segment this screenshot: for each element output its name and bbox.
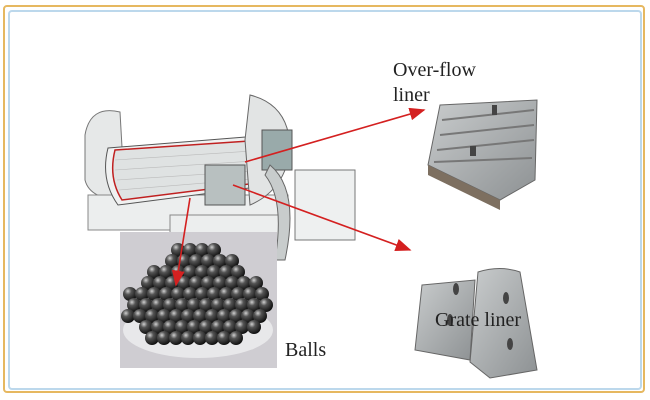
steel-ball [145,331,159,345]
steel-ball [259,298,273,312]
steel-ball [231,265,245,279]
steel-ball [241,309,255,323]
steel-ball [139,298,153,312]
steel-ball [141,276,155,290]
steel-ball [135,287,149,301]
steel-ball [165,254,179,268]
steel-ball [147,287,161,301]
steel-ball [175,298,189,312]
steel-ball [217,309,231,323]
inner-frame [8,10,642,390]
steel-ball [127,298,141,312]
steel-ball [249,276,263,290]
grate-liner-photo [414,268,538,379]
steel-ball [147,265,161,279]
arrow-to-balls [171,197,191,287]
steel-ball [187,320,201,334]
arrow-to-overflow-liner [244,107,426,163]
steel-ball [195,265,209,279]
steel-ball [157,331,171,345]
steel-ball [199,320,213,334]
outer-frame [3,5,645,393]
steel-ball [205,309,219,323]
steel-ball [213,254,227,268]
steel-ball [207,243,221,257]
arrow-to-grate-liner [232,184,412,252]
steel-ball [201,254,215,268]
steel-ball [211,298,225,312]
balls-photo [120,232,277,368]
steel-ball [235,298,249,312]
steel-ball [207,265,221,279]
steel-ball [159,265,173,279]
steel-ball [229,331,243,345]
steel-ball [193,309,207,323]
steel-ball [243,287,257,301]
steel-ball [223,298,237,312]
steel-ball [199,298,213,312]
steel-ball [189,276,203,290]
steel-ball [229,309,243,323]
steel-ball [175,320,189,334]
overflow-liner-label-line1: Over-flow [393,59,476,81]
steel-ball [189,254,203,268]
steel-ball [169,331,183,345]
steel-ball [139,320,153,334]
steel-ball [151,320,165,334]
steel-ball [181,309,195,323]
steel-ball [183,265,197,279]
steel-ball [195,287,209,301]
steel-ball [121,309,135,323]
steel-ball [201,276,215,290]
steel-ball [195,243,209,257]
steel-ball [237,276,251,290]
steel-ball [247,298,261,312]
steel-ball [145,309,159,323]
steel-ball [231,287,245,301]
steel-ball [183,243,197,257]
steel-ball [181,331,195,345]
steel-ball [133,309,147,323]
steel-ball [213,276,227,290]
ball-mill-illustration [84,94,356,261]
pointer-arrows [171,107,426,287]
steel-ball [207,287,221,301]
steel-ball [187,298,201,312]
steel-ball [163,298,177,312]
steel-ball [223,320,237,334]
overflow-liner-label-line2: liner [393,84,430,106]
steel-ball [247,320,261,334]
steel-ball [151,298,165,312]
steel-ball [219,287,233,301]
steel-ball [163,320,177,334]
balls-label: Balls [285,339,327,361]
steel-ball [225,254,239,268]
steel-ball [157,309,171,323]
grate-liner-label: Grate liner [435,309,522,331]
steel-ball [217,331,231,345]
steel-ball [225,276,239,290]
steel-ball [123,287,137,301]
steel-ball [171,287,185,301]
steel-ball [169,309,183,323]
steel-ball [253,309,267,323]
steel-ball [183,287,197,301]
steel-ball [211,320,225,334]
steel-ball [235,320,249,334]
steel-ball [255,287,269,301]
steel-ball [159,287,173,301]
overflow-liner-photo [427,99,538,210]
steel-ball [193,331,207,345]
steel-ball [153,276,167,290]
steel-ball [219,265,233,279]
steel-ball [205,331,219,345]
